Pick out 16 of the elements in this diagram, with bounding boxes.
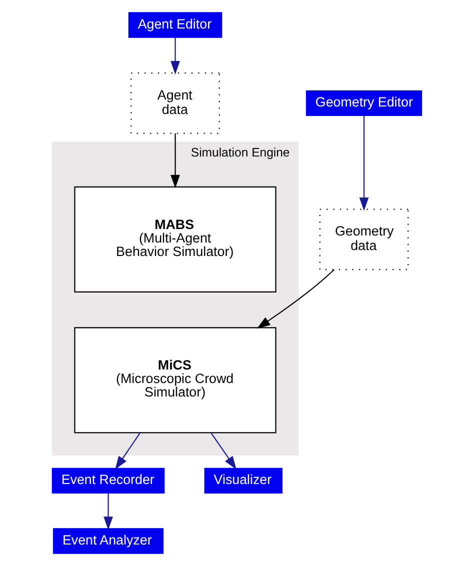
node-box: MiCS (Microscopic Crowd Simulator) bbox=[74, 327, 276, 434]
node-box: Geometry Editor bbox=[306, 90, 422, 116]
node-box: Geometry data bbox=[319, 208, 409, 270]
node-box: Event Recorder bbox=[52, 468, 165, 494]
arrow bbox=[170, 133, 180, 188]
node-box: Agent data bbox=[130, 72, 220, 134]
arrow bbox=[104, 493, 113, 530]
node-box: Agent Editor bbox=[128, 12, 222, 38]
arrow bbox=[359, 116, 369, 211]
arrow bbox=[115, 432, 141, 470]
arrow bbox=[170, 37, 180, 74]
arrow bbox=[210, 432, 236, 470]
node-box: Event Analyzer bbox=[52, 528, 164, 554]
node-box: Visualizer bbox=[204, 468, 282, 494]
arrow bbox=[256, 269, 334, 329]
node-box: MABS (Multi-Agent Behavior Simulator) bbox=[74, 186, 276, 292]
